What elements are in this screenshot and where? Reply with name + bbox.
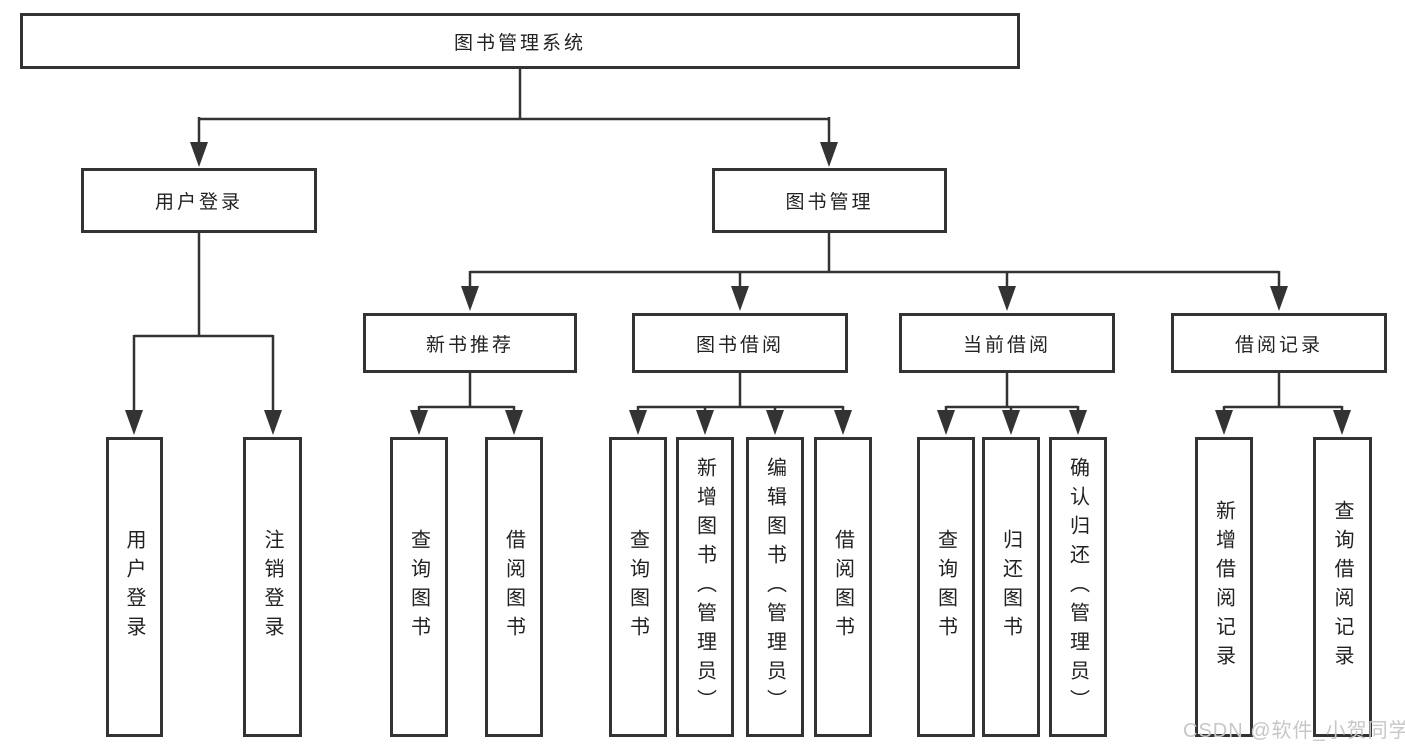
leaf-query-books-current: 查询图书 [917, 437, 975, 737]
leaf-label: 编辑图书（管理员） [763, 456, 786, 718]
node-current-borrowing: 当前借阅 [899, 313, 1115, 373]
node-label: 借阅记录 [1234, 334, 1323, 356]
leaf-label: 借阅图书 [502, 529, 525, 645]
leaf-label: 注销登录 [261, 529, 283, 645]
leaf-label: 新增图书（管理员） [693, 456, 716, 718]
leaf-label: 查询借阅记录 [1331, 500, 1353, 674]
leaf-return-books: 归还图书 [982, 437, 1040, 737]
leaf-label: 查询图书 [934, 529, 957, 645]
node-book-borrowing: 图书借阅 [632, 313, 848, 373]
node-label: 用户登录 [154, 192, 243, 213]
leaf-query-books-recommend: 查询图书 [390, 437, 448, 737]
leaf-query-books-borrow: 查询图书 [609, 437, 667, 737]
leaf-borrow-books-recommend: 借阅图书 [485, 437, 543, 737]
leaf-label: 借阅图书 [831, 529, 854, 645]
leaf-label: 归还图书 [999, 529, 1022, 645]
leaf-label: 确认归还（管理员） [1066, 456, 1089, 718]
node-label: 新书推荐 [425, 334, 514, 356]
leaf-label: 查询图书 [626, 529, 649, 645]
csdn-watermark: CSDN @软件_小贺同学 [1183, 720, 1405, 742]
node-label: 图书借阅 [695, 334, 784, 356]
node-borrowing-records: 借阅记录 [1171, 313, 1387, 373]
leaf-add-borrow-record: 新增借阅记录 [1195, 437, 1253, 737]
node-book-management: 图书管理 [712, 168, 947, 233]
node-label: 图书管理系统 [453, 32, 586, 54]
node-library-system: 图书管理系统 [20, 13, 1020, 69]
node-user-login: 用户登录 [81, 168, 317, 233]
node-new-book-recommend: 新书推荐 [363, 313, 577, 373]
leaf-borrow-books: 借阅图书 [814, 437, 872, 737]
leaf-label: 新增借阅记录 [1212, 500, 1235, 674]
node-label: 图书管理 [785, 192, 874, 213]
leaf-label: 用户登录 [123, 529, 145, 645]
leaf-user-login: 用户登录 [106, 437, 163, 737]
leaf-add-book-admin: 新增图书（管理员） [676, 437, 734, 737]
leaf-confirm-return-admin: 确认归还（管理员） [1049, 437, 1107, 737]
node-label: 当前借阅 [962, 334, 1051, 356]
leaf-label: 查询图书 [407, 529, 430, 645]
leaf-logout: 注销登录 [243, 437, 302, 737]
leaf-edit-book-admin: 编辑图书（管理员） [746, 437, 804, 737]
leaf-query-borrow-record: 查询借阅记录 [1313, 437, 1372, 737]
arrowheads [125, 142, 1351, 435]
